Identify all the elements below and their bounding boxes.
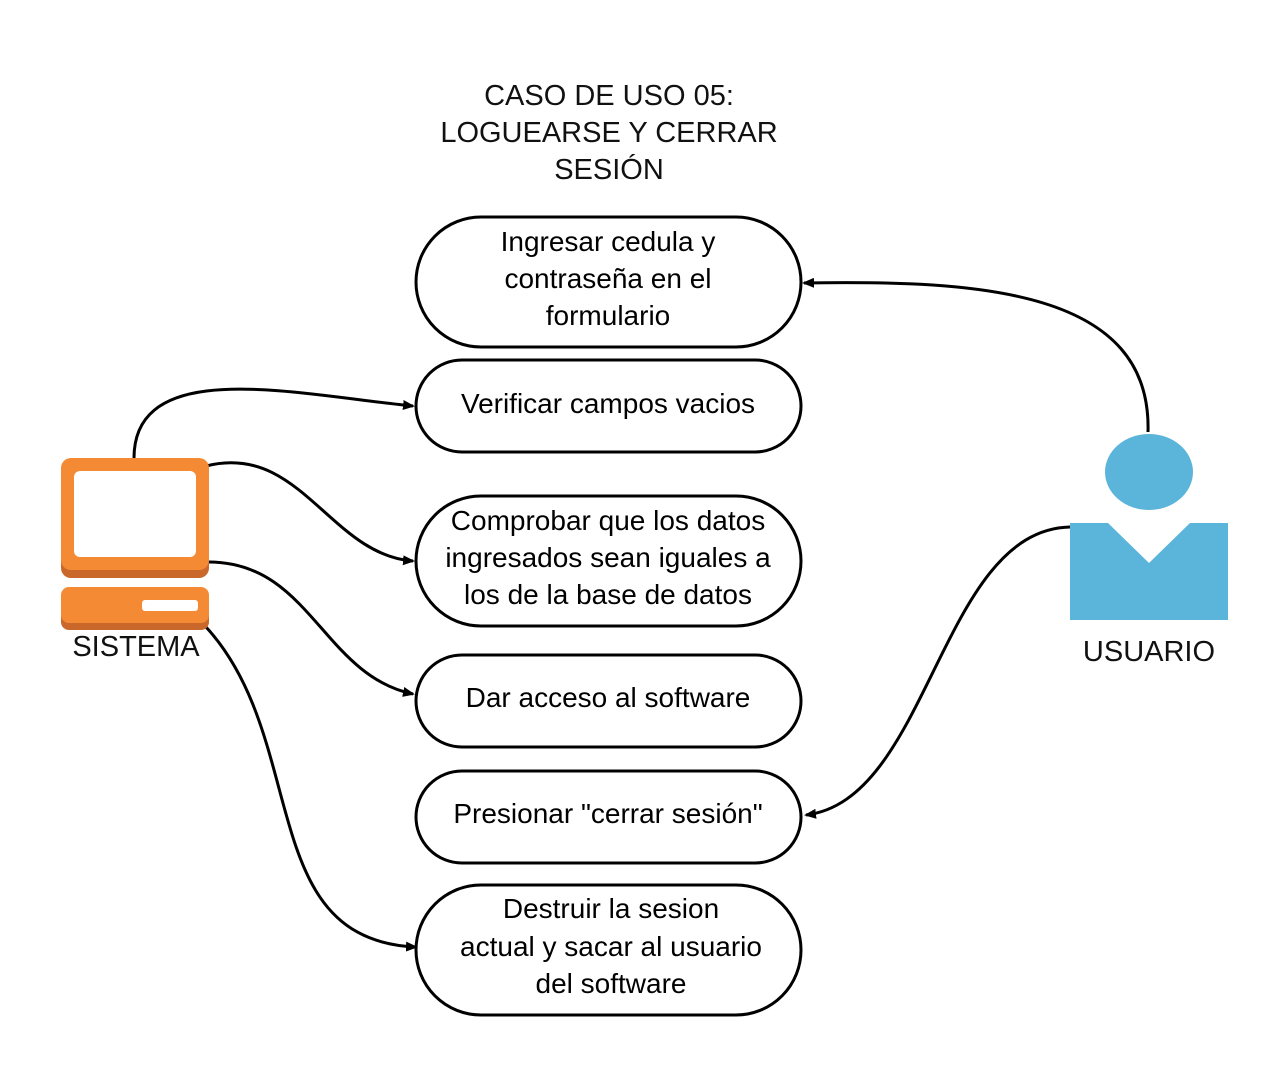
user-icon [1070,434,1228,620]
use-case-label-line: Verificar campos vacios [461,388,755,419]
actor-user[interactable]: USUARIO [1070,434,1228,668]
association-system-acceso [205,560,415,697]
actor-user-label: USUARIO [1083,636,1215,668]
computer-drive-slot [142,600,198,611]
use-case-label-line: los de la base de datos [464,579,752,610]
user-head [1105,434,1193,510]
association-system-destruir [204,625,418,952]
use-case-label-line: Comprobar que los datos [451,505,765,536]
use-case-label-line: Destruir la sesion [503,893,719,924]
use-case-shape [414,215,803,349]
use-case-cerrar[interactable]: Presionar "cerrar sesión" [414,769,803,865]
association-user-cerrar [804,525,1071,819]
title-line-2: LOGUEARSE Y CERRAR [440,117,777,149]
use-case-acceso[interactable]: Dar acceso al software [414,653,803,749]
use-case-label-line: formulario [546,300,670,331]
use-case-label-line: Ingresar cedula y [501,226,716,257]
use-case-label-line: ingresados sean iguales a [445,542,771,573]
computer-icon [61,458,209,630]
computer-base [61,587,209,623]
use-case-destruir[interactable]: Destruir la sesion actual y sacar al usu… [414,883,803,1017]
use-case-shape [414,769,803,865]
use-case-verificar[interactable]: Verificar campos vacios [414,358,803,454]
use-case-ingresar[interactable]: Ingresar cedula y contraseña en el formu… [414,215,803,349]
title-line-1: CASO DE USO 05: [484,80,734,112]
use-case-label-line: del software [536,968,687,999]
associations [132,277,1150,952]
use-case-label-line: contraseña en el [504,263,711,294]
association-user-ingresar [802,277,1150,433]
association-system-verificar [132,387,415,459]
use-case-shape [414,358,803,454]
use-case-label-line: Presionar "cerrar sesión" [453,798,762,829]
actor-system[interactable]: SISTEMA [61,458,209,663]
actor-system-label: SISTEMA [72,631,200,663]
use-case-shape [414,494,803,628]
computer-screen [74,471,196,557]
use-case-comprobar[interactable]: Comprobar que los datos ingresados sean … [414,494,803,628]
association-system-comprobar [205,461,415,566]
use-case-label-line: Dar acceso al software [466,682,751,713]
diagram-title: CASO DE USO 05: LOGUEARSE Y CERRAR SESIÓ… [440,80,777,186]
user-body [1070,523,1228,620]
title-line-3: SESIÓN [554,153,664,186]
use-case-shape [414,653,803,749]
use-case-label-line: actual y sacar al usuario [460,931,762,962]
use-case-shape [414,883,803,1017]
